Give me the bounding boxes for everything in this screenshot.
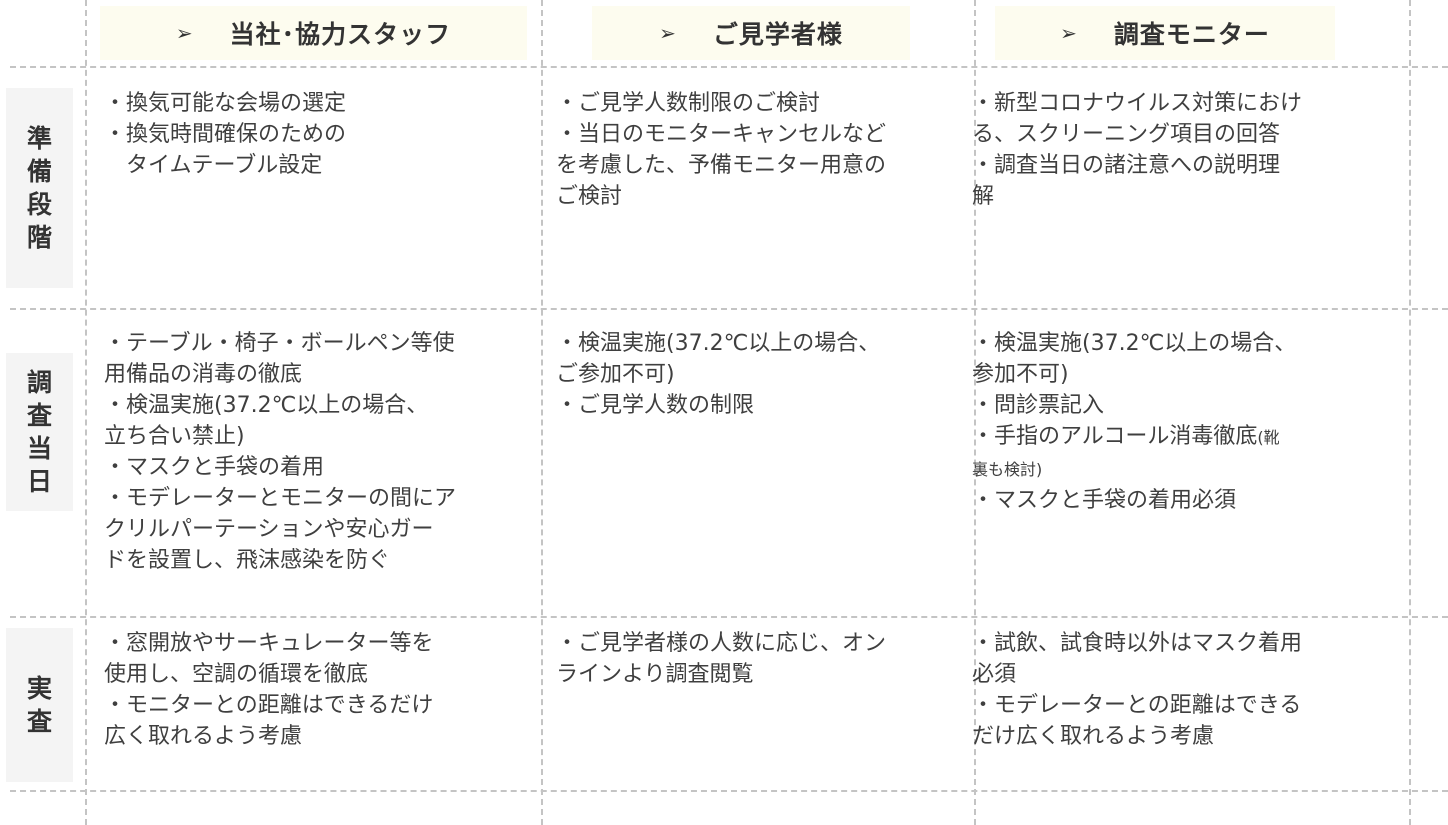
cell-line: ・窓開放やサーキュレーター等を xyxy=(104,631,434,656)
row-label-char: 準 xyxy=(26,124,52,153)
cell-line: ・換気可能な会場の選定 xyxy=(104,91,347,116)
cell-line: ラインより調査閲覧 xyxy=(556,662,754,687)
cell-line: 使用し、空調の循環を徹底 xyxy=(104,662,369,687)
cell-line: ご検討 xyxy=(556,184,623,209)
cell-line: ・問診票記入 xyxy=(972,393,1105,418)
table-cell: ・換気可能な会場の選定・換気時間確保のための タイムテーブル設定 xyxy=(104,88,346,181)
cell-line: タイムテーブル設定 xyxy=(104,153,323,178)
cell-line: ・モデレーターとモニターの間にア xyxy=(104,486,457,511)
cell-line: ・ご見学者様の人数に応じ、オン xyxy=(556,631,887,656)
table-cell: ・検温実施(37.2℃以上の場合、ご参加不可) ・ご見学人数の制限 xyxy=(556,328,880,421)
column-divider xyxy=(85,0,87,825)
column-divider xyxy=(974,0,976,825)
cell-line: ・換気時間確保のための xyxy=(104,122,347,147)
cell-line: ご参加不可) xyxy=(556,362,675,387)
header-staff: ➢ 当社･協力スタッフ xyxy=(100,6,527,60)
arrow-bullet-icon: ➢ xyxy=(175,21,194,45)
row-label-char: 当 xyxy=(26,434,52,463)
row-divider xyxy=(10,308,1448,310)
cell-line: 広く取れるよう考慮 xyxy=(104,724,303,749)
table-cell: ・窓開放やサーキュレーター等を使用し、空調の循環を徹底・モニターとの距離はできる… xyxy=(104,628,434,752)
cell-line: ・モニターとの距離はできるだけ xyxy=(104,693,434,718)
cell-note: 裏も検討) xyxy=(972,460,1043,479)
row-label-char: 階 xyxy=(26,223,52,252)
header-label: 調査モニター xyxy=(1113,20,1270,49)
row-label-preparation: 準備段階 xyxy=(6,88,73,288)
cell-line: 裏も検討) xyxy=(972,453,1296,485)
cell-line: だけ広く取れるよう考慮 xyxy=(972,724,1215,749)
row-divider xyxy=(10,616,1448,618)
cell-line: ・マスクと手袋の着用 xyxy=(104,455,325,480)
table-cell: ・ご見学人数制限のご検討・当日のモニターキャンセルなどを考慮した、予備モニター用… xyxy=(556,88,886,212)
column-divider xyxy=(541,0,543,825)
arrow-bullet-icon: ➢ xyxy=(659,21,677,45)
cell-line: ・調査当日の諸注意への説明理 xyxy=(972,153,1281,178)
cell-line: ・ご見学人数制限のご検討 xyxy=(556,91,821,116)
header-monitors: ➢ 調査モニター xyxy=(995,6,1335,60)
row-label-char: 実 xyxy=(26,674,52,703)
row-label-char: 調 xyxy=(26,368,52,397)
cell-line: ・検温実施(37.2℃以上の場合、 xyxy=(972,331,1297,356)
cell-line: 必須 xyxy=(972,662,1017,687)
cell-line: ・ご見学人数の制限 xyxy=(556,393,755,418)
cell-note: (靴 xyxy=(1257,428,1280,447)
table-cell: ・検温実施(37.2℃以上の場合、参加不可) ・問診票記入・手指のアルコール消毒徹… xyxy=(972,328,1296,516)
row-label-char: 査 xyxy=(26,401,52,430)
cell-line: ・試飲、試食時以外はマスク着用 xyxy=(972,631,1303,656)
cell-line: 用備品の消毒の徹底 xyxy=(104,362,303,387)
table-cell: ・新型コロナウイルス対策における、スクリーニング項目の回答・調査当日の諸注意への… xyxy=(972,88,1302,212)
table-cell: ・試飲、試食時以外はマスク着用必須・モデレーターとの距離はできるだけ広く取れるよ… xyxy=(972,628,1302,752)
header-observers: ➢ ご見学者様 xyxy=(592,6,910,60)
row-label-survey-day: 調査当日 xyxy=(6,353,73,511)
cell-line: ・モデレーターとの距離はできる xyxy=(972,693,1302,718)
cell-line: ・新型コロナウイルス対策におけ xyxy=(972,91,1303,116)
header-label: ご見学者様 xyxy=(712,20,843,49)
row-divider xyxy=(10,790,1448,792)
cell-line: ・検温実施(37.2℃以上の場合、 xyxy=(104,393,429,418)
row-label-char: 段 xyxy=(26,190,52,219)
cell-line: 参加不可) xyxy=(972,362,1069,387)
cell-line: ドを設置し、飛沫感染を防ぐ xyxy=(104,548,391,573)
row-divider xyxy=(10,66,1448,68)
cell-line: 解 xyxy=(972,184,995,209)
cell-line: ・テーブル・椅子・ボールペン等使 xyxy=(104,331,455,356)
cell-line: ・検温実施(37.2℃以上の場合、 xyxy=(556,331,881,356)
cell-line: ・手指のアルコール消毒徹底(靴 xyxy=(972,421,1296,453)
cell-line: 立ち合い禁止) xyxy=(104,424,245,449)
row-label-char: 日 xyxy=(26,467,52,496)
arrow-bullet-icon: ➢ xyxy=(1060,21,1078,45)
table-cell: ・ご見学者様の人数に応じ、オンラインより調査閲覧 xyxy=(556,628,886,690)
cell-line: クリルパーテーションや安心ガー xyxy=(104,517,434,542)
cell-text: ・手指のアルコール消毒徹底 xyxy=(972,424,1258,449)
table-cell: ・テーブル・椅子・ボールペン等使用備品の消毒の徹底・検温実施(37.2℃以上の場… xyxy=(104,328,456,576)
column-divider xyxy=(1409,0,1411,825)
cell-line: を考慮した、予備モニター用意の xyxy=(556,153,887,178)
cell-line: ・マスクと手袋の着用必須 xyxy=(972,488,1237,513)
cell-line: る、スクリーニング項目の回答 xyxy=(972,122,1281,147)
row-label-char: 備 xyxy=(26,157,52,186)
header-label: 当社･協力スタッフ xyxy=(229,20,452,49)
cell-line: ・当日のモニターキャンセルなど xyxy=(556,122,887,147)
row-label-actual-survey: 実査 xyxy=(6,628,73,782)
row-label-char: 査 xyxy=(26,707,52,736)
